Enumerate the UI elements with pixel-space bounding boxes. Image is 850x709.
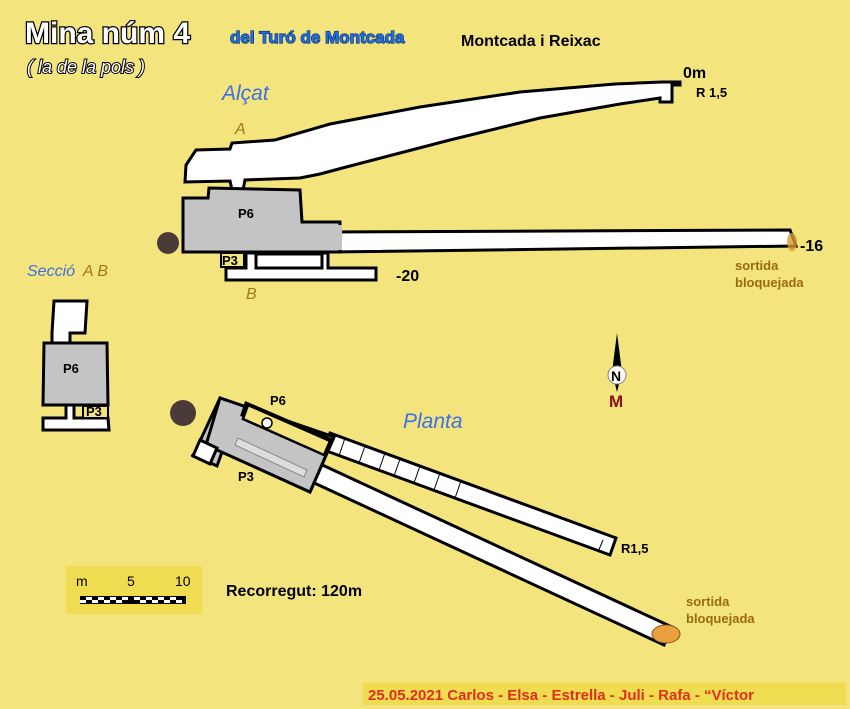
- compass-m: M: [609, 392, 623, 411]
- exit-label-line1: sortida: [735, 258, 779, 273]
- upper-gallery: [183, 80, 682, 192]
- plan-p3-trench: [234, 437, 308, 478]
- section-p3-box: [82, 405, 109, 419]
- point-b-label: B: [246, 286, 257, 303]
- section-label-suffix: Secció A B: [27, 263, 108, 280]
- elevation-label: Alçat: [220, 82, 270, 105]
- section-p3-label: P3: [86, 404, 102, 419]
- credits-box: [363, 683, 846, 705]
- p6-shaft-elevation: [181, 186, 342, 254]
- p3-box: [220, 252, 245, 268]
- plan-tunnel-steps: [338, 437, 604, 553]
- section-label-prefix: Secció: [27, 263, 75, 280]
- scale-mid: 5: [127, 573, 135, 589]
- plan-shaft-icon: [261, 417, 273, 429]
- map-title: Mina núm 4: [25, 17, 190, 50]
- plan-lower-tunnel: [308, 460, 674, 648]
- plan-p6-label: P6: [270, 393, 286, 408]
- plan-label: Planta: [403, 410, 463, 433]
- map-subtitle: del Turó de Montcada: [230, 28, 405, 47]
- total-length: Recorregut: 120m: [226, 583, 362, 600]
- lower-gallery: [328, 228, 799, 254]
- plan-entrance-icon: [170, 400, 196, 426]
- p6-label-elevation: P6: [238, 206, 254, 221]
- section-upper: [50, 299, 89, 346]
- depth-20-label: -20: [396, 268, 419, 285]
- scale-bar: m 5 10: [66, 566, 202, 614]
- section-lower: [41, 403, 111, 432]
- plan-inner-gallery: [241, 403, 332, 457]
- plan-blocked-exit-icon: [651, 624, 681, 644]
- plan-p3-label: P3: [238, 469, 254, 484]
- mine-alias: ( la de la pols ): [27, 57, 145, 77]
- town-name: Montcada i Reixac: [461, 33, 601, 50]
- plan-entry-stub: [191, 437, 219, 467]
- scale-max: 10: [175, 573, 191, 589]
- depth-16-label: -16: [800, 238, 823, 255]
- scale-unit: m: [76, 573, 88, 589]
- blocked-exit-icon: [787, 233, 797, 251]
- plan-exit-line2: bloquejada: [686, 611, 755, 626]
- depth-0-label: 0m: [683, 65, 706, 82]
- compass-n: N: [611, 368, 621, 384]
- point-a-label: A: [234, 121, 246, 138]
- north-arrow-icon: N M: [607, 333, 627, 411]
- exit-label-line2: bloquejada: [735, 275, 804, 290]
- credits-text: 25.05.2021 Carlos - Elsa - Estrella - Ju…: [368, 687, 754, 704]
- bottom-gallery-pillar: [254, 252, 324, 270]
- step-r15-label: R 1,5: [696, 85, 727, 100]
- plan-exit-line1: sortida: [686, 594, 730, 609]
- section-label-ab: A B: [82, 263, 109, 280]
- plan-step-label: R1,5: [621, 541, 648, 556]
- p3-label-elevation: P3: [222, 253, 238, 268]
- section-p6-label: P6: [63, 361, 79, 376]
- entrance-icon: [157, 232, 179, 254]
